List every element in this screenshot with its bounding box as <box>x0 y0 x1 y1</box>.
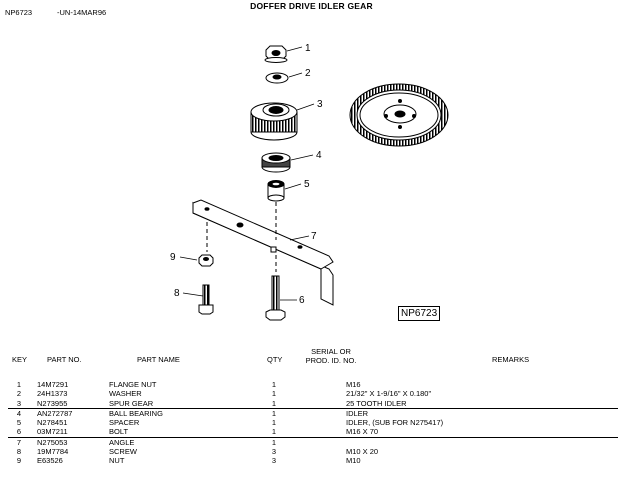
callout-9: 9 <box>170 252 176 263</box>
ball-bearing-drawing <box>261 152 291 173</box>
row-remarks: M16 X 70 <box>346 427 379 437</box>
table-row: 2 24H1373 WASHER 1 21/32" X 1-9/16" X 0.… <box>8 389 618 398</box>
row-remarks: M16 <box>346 380 361 389</box>
washer-drawing <box>265 72 289 84</box>
row-part-no: E63526 <box>37 456 63 466</box>
row-serial <box>296 447 346 456</box>
row-qty: 1 <box>252 436 296 448</box>
parts-table: 1 14M7291 FLANGE NUT 1 M16 2 24H1373 WAS… <box>8 380 618 466</box>
spacer-drawing <box>267 180 285 202</box>
row-part-name: SCREW <box>109 447 137 457</box>
row-qty: 1 <box>271 427 277 437</box>
date-code: -UN-14MAR96 <box>57 8 107 17</box>
row-remarks <box>346 436 618 448</box>
document-id: NP6723 <box>5 8 33 17</box>
row-part-name: WASHER <box>109 389 142 399</box>
row-part-name: FLANGE NUT <box>109 380 157 389</box>
table-row: 9 E63526 NUT 3 M10 <box>8 456 618 465</box>
row-key: 3 <box>16 398 22 408</box>
callout-2: 2 <box>305 68 311 79</box>
bolt-drawing <box>265 275 286 321</box>
col-header-serial-line2: PROD. ID. NO. <box>305 355 357 365</box>
row-serial <box>296 380 346 389</box>
table-row: 5 N278451 SPACER 1 IDLER, (SUB FOR N2754… <box>8 418 618 427</box>
row-part-no: 19M7784 <box>37 447 69 457</box>
row-serial <box>296 427 346 437</box>
nut-drawing <box>198 254 214 267</box>
screw-drawing <box>198 284 214 315</box>
row-part-name: SPACER <box>109 418 140 428</box>
large-gear-drawing <box>349 83 449 147</box>
col-header-part-no: PART NO. <box>47 355 82 364</box>
table-row: 3 N273955 SPUR GEAR 1 25 TOOTH IDLER <box>8 399 618 409</box>
row-part-no: N278451 <box>37 418 68 428</box>
row-qty: 1 <box>252 407 296 419</box>
page-title: DOFFER DRIVE IDLER GEAR <box>250 1 373 11</box>
row-serial <box>296 399 346 409</box>
leader-lines <box>179 46 315 301</box>
angle-bracket-drawing <box>192 199 334 306</box>
row-key: 4 <box>8 407 30 419</box>
row-serial <box>296 389 346 398</box>
row-remarks: M10 X 20 <box>346 447 379 457</box>
col-header-key: KEY <box>12 355 28 364</box>
row-qty: 1 <box>271 398 277 408</box>
row-remarks: IDLER, (SUB FOR N275417) <box>346 418 444 428</box>
row-serial <box>296 436 346 448</box>
callout-6: 6 <box>299 295 305 306</box>
row-serial <box>296 418 346 427</box>
row-key: 7 <box>8 436 30 448</box>
table-row: 1 14M7291 FLANGE NUT 1 M16 <box>8 380 618 389</box>
row-part-no: N273955 <box>37 398 68 408</box>
col-header-qty: QTY <box>267 355 283 364</box>
row-part-name: NUT <box>109 456 125 466</box>
callout-3: 3 <box>317 99 323 110</box>
row-key: 6 <box>16 427 22 437</box>
row-key: 9 <box>16 456 22 466</box>
row-qty: 1 <box>271 389 277 399</box>
row-remarks: 21/32" X 1-9/16" X 0.180" <box>346 389 432 399</box>
alignment-lines <box>206 202 277 272</box>
row-key: 8 <box>16 447 22 457</box>
exploded-parts-diagram: 1 2 3 4 5 7 9 8 6 <box>170 43 449 321</box>
table-row: 7 N275053 ANGLE 1 <box>8 436 618 448</box>
row-part-no: 24H1373 <box>37 389 68 399</box>
row-serial <box>296 407 346 419</box>
row-remarks: IDLER <box>346 407 618 419</box>
col-header-serial: SERIAL OR PROD. ID. NO. <box>296 347 366 365</box>
spur-gear-drawing <box>250 102 298 141</box>
row-qty: 3 <box>271 456 277 466</box>
row-remarks: 25 TOOTH IDLER <box>346 398 407 408</box>
row-part-no: 14M7291 <box>37 380 69 389</box>
row-part-no: AN272787 <box>30 407 109 419</box>
flange-nut-drawing <box>264 45 288 63</box>
col-header-serial-line1: SERIAL OR <box>311 347 351 356</box>
row-part-no: N275053 <box>30 436 109 448</box>
row-part-name: SPUR GEAR <box>109 398 154 408</box>
col-header-part-name: PART NAME <box>137 355 180 364</box>
row-qty: 3 <box>271 447 277 457</box>
row-remarks: M10 <box>346 456 361 466</box>
figure-id-box: NP6723 <box>398 306 441 321</box>
row-key: 5 <box>16 418 22 428</box>
row-serial <box>296 456 346 465</box>
table-row: 4 AN272787 BALL BEARING 1 IDLER <box>8 407 618 419</box>
row-qty: 1 <box>271 418 277 428</box>
row-part-name: BOLT <box>109 427 129 437</box>
row-part-name: BALL BEARING <box>109 407 252 419</box>
row-part-no: 03M7211 <box>37 427 68 437</box>
callout-8: 8 <box>174 288 180 299</box>
row-part-name: ANGLE <box>109 436 252 448</box>
callout-4: 4 <box>316 150 322 161</box>
table-row: 6 03M7211 BOLT 1 M16 X 70 <box>8 427 618 437</box>
row-qty: 1 <box>271 380 277 389</box>
col-header-remarks: REMARKS <box>492 355 530 364</box>
row-key: 2 <box>16 389 22 399</box>
callout-7: 7 <box>311 231 317 242</box>
callout-1: 1 <box>305 43 311 54</box>
callout-5: 5 <box>304 179 310 190</box>
row-key: 1 <box>16 380 22 389</box>
table-row: 8 19M7784 SCREW 3 M10 X 20 <box>8 447 618 456</box>
